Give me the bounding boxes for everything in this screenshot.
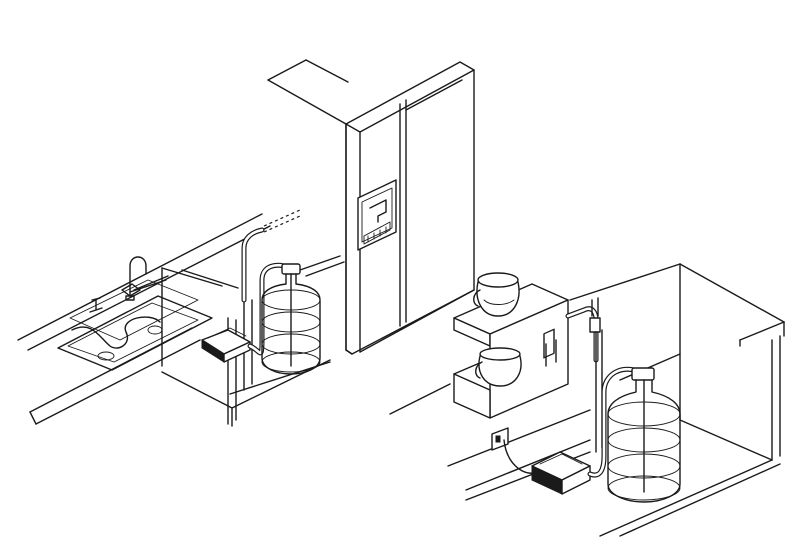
carafe-bottom	[475, 347, 522, 387]
refrigerator-water-dispenser	[357, 179, 397, 251]
carafe-top	[473, 272, 520, 317]
left-countertop	[17, 213, 271, 425]
coffee-water-line	[565, 297, 603, 453]
sink	[57, 279, 213, 371]
faucet	[121, 256, 169, 301]
right-countertop	[389, 263, 785, 537]
coffee-bottle-pump	[531, 366, 643, 495]
sink-water-line	[241, 209, 301, 303]
soap-dispenser	[89, 297, 103, 313]
sink-scene	[17, 209, 345, 427]
sink-water-bottle	[261, 263, 321, 375]
refrigerator	[267, 59, 475, 355]
sink-cabinet	[161, 255, 345, 427]
coffee-scene	[389, 263, 785, 537]
coffee-water-bottle	[607, 367, 681, 503]
